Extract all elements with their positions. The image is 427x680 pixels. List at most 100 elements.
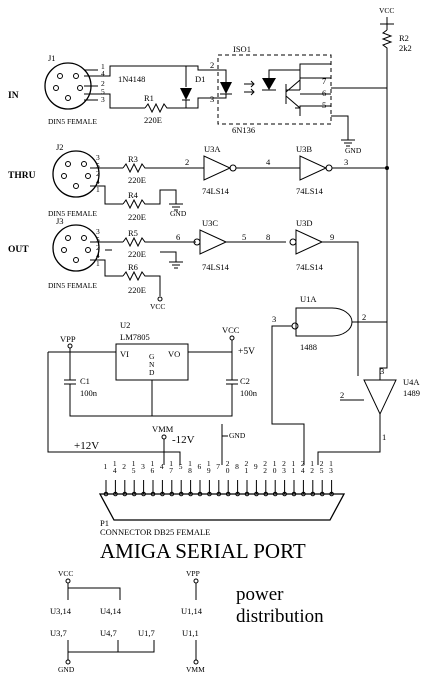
diagram-title: AMIGA SERIAL PORT [100,539,306,563]
p1-type-label: CONNECTOR DB25 FEMALE [100,527,210,537]
db25-pin-number: 1 [188,459,192,468]
vmm-label-db25: VMM [152,424,174,434]
svg-text:2: 2 [340,390,344,400]
vpp-label-power: VPP [186,569,200,578]
u3b-label: U3B [296,144,312,154]
vcc-label-power: VCC [58,569,73,578]
j3-type-label: DIN5 FEMALE [48,281,97,290]
svg-text:1: 1 [96,259,100,268]
svg-text:6: 6 [322,88,326,98]
d1-label: D1 [195,74,205,84]
db25-pin-number: 5 [179,462,183,471]
svg-text:2: 2 [96,169,100,178]
svg-text:2: 2 [185,157,189,167]
u2-label: U2 [120,320,130,330]
svg-text:4: 4 [101,69,105,78]
svg-text:5: 5 [322,100,326,110]
db25-pin-contact [169,491,175,497]
r5-value: 220E [128,249,146,259]
power-label-u4-14: U4,14 [100,606,122,616]
iso1-label: ISO1 [233,44,251,54]
db25-pin-contact [103,491,109,497]
r1-label: R1 [144,93,154,103]
svg-text:3: 3 [210,94,214,104]
db25-pin-contact [301,491,306,497]
gnd-label-power: GND [58,665,75,674]
svg-text:1: 1 [382,432,386,442]
u1a-label: U1A [300,294,317,304]
r5-label: R5 [128,228,138,238]
power-label-u1-1: U1,1 [182,628,199,638]
r6-value: 220E [128,285,146,295]
db25-pin-contact [207,491,212,497]
db25-pin-number: 9 [207,466,211,475]
j1-type-label: DIN5 FEMALE [48,117,97,126]
db25-pin-number: 7 [169,466,173,475]
svg-text:3: 3 [101,95,105,104]
vmm-label-power: VMM [186,665,205,674]
u3a-label: U3A [204,144,221,154]
db25-pin-number: 1 [132,459,136,468]
svg-text:1: 1 [96,185,100,194]
db25-pin-number: 2 [263,459,267,468]
power-title-line1: power [236,584,284,605]
power-label-u4-7: U4,7 [100,628,117,638]
gnd-label-db25: GND [229,431,246,440]
db25-pin-number: 2 [226,459,230,468]
u3b-part: 74LS14 [296,186,324,196]
db25-pin-contact [244,491,250,497]
net-label-minus12v: -12V [172,434,195,446]
r2-value: 2k2 [399,43,412,53]
svg-text:5: 5 [101,87,105,96]
db25-pin-contact [188,491,193,497]
db25-pin-number: 2 [122,462,126,471]
db25-pin-number: 3 [329,466,333,475]
port-label-out: OUT [8,245,29,255]
db25-pin-number: 5 [132,466,136,475]
c1-label: C1 [80,376,90,386]
svg-text:3: 3 [272,314,276,324]
net-label-plus12v: +12V [74,440,99,452]
u2-part: LM7805 [120,332,150,342]
svg-text:N: N [149,360,155,369]
power-label-u3-7: U3,7 [50,628,67,638]
db25-pin-number: 1 [113,459,117,468]
power-title-line2: distribution [236,606,324,627]
db25-pin-number: 1 [151,459,155,468]
db25-pin-number: 6 [151,466,155,475]
power-label-u3-14: U3,14 [50,606,72,616]
gnd-label-j2: GND [170,209,187,218]
db25-pin-contact [113,491,118,497]
db25-pin-number: 3 [282,466,286,475]
db25-pin-contact [178,491,184,497]
db25-pin-contact [122,491,128,497]
db25-pin-number: 2 [282,459,286,468]
din-connector-j2 [52,150,100,198]
r3-value: 220E [128,175,146,185]
svg-text:2: 2 [362,312,366,322]
u3d-part: 74LS14 [296,262,324,272]
db25-pin-contact [272,491,278,497]
db25-pin-number: 8 [235,462,239,471]
u4a-part: 1489 [403,388,420,398]
r4-value: 220E [128,212,146,222]
db25-pin-contact [319,491,325,497]
u2-pin-vi: VI [120,349,129,359]
db25-pin-number: 8 [188,466,192,475]
c2-label: C2 [240,376,250,386]
svg-text:D: D [149,368,155,377]
db25-pin-number: 1 [292,466,296,475]
db25-pin-contact [225,491,231,497]
r3-label: R3 [128,154,138,164]
db25-pin-number: 0 [273,466,277,475]
u4a-label: U4A [403,377,420,387]
u3a-part: 74LS14 [202,186,230,196]
net-label-vcc-top: VCC [379,6,394,15]
db25-pin-number: 1 [104,462,108,471]
svg-text:1: 1 [101,62,105,71]
iso1-part-label: 6N136 [232,125,255,135]
svg-text:4: 4 [96,251,100,260]
u3c-part: 74LS14 [202,262,230,272]
